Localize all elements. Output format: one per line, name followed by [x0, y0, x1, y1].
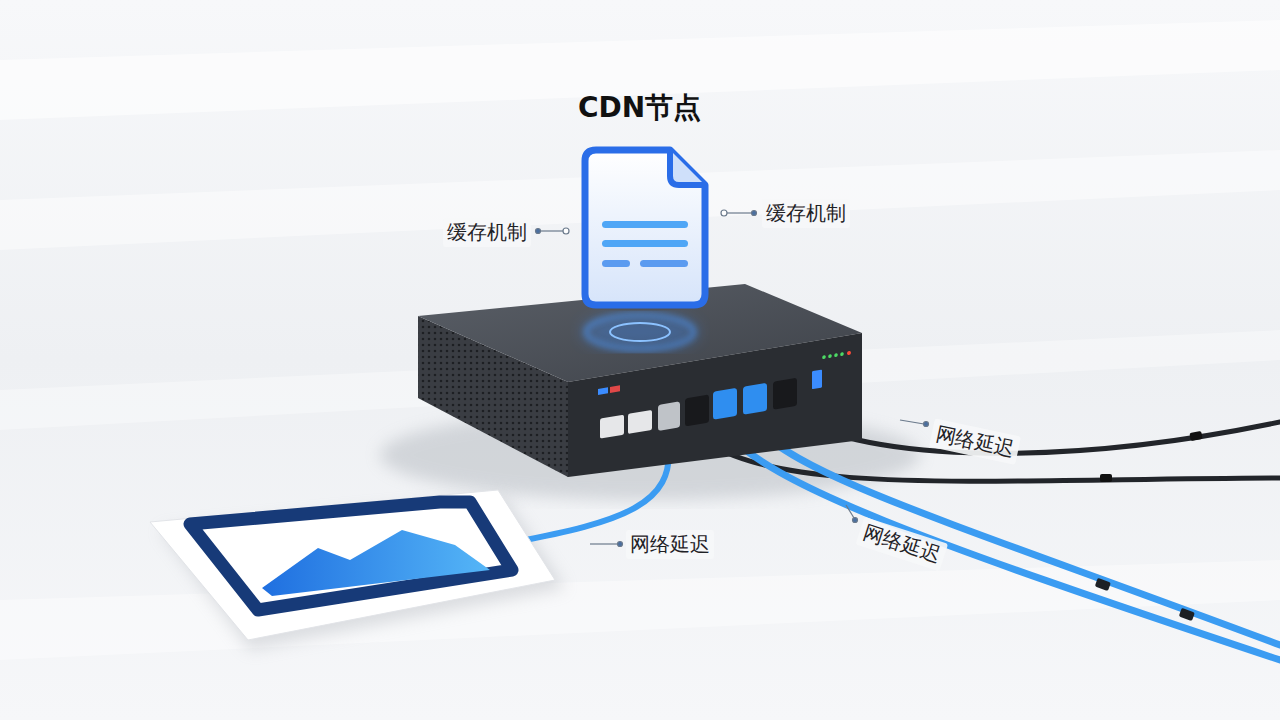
plug — [658, 401, 680, 431]
plug — [685, 394, 709, 426]
callout-label: 网络延迟 — [626, 530, 714, 559]
glow — [582, 314, 698, 350]
leader-line — [538, 230, 564, 231]
text-line — [640, 260, 688, 267]
usb-port — [812, 369, 822, 389]
image-card — [150, 490, 555, 640]
led — [834, 353, 838, 357]
leader-dot — [618, 542, 623, 547]
plug — [713, 388, 737, 420]
led — [840, 352, 844, 356]
plug — [773, 378, 797, 410]
glow-ring — [610, 323, 670, 341]
plug — [743, 383, 767, 415]
cable-tie — [1100, 474, 1112, 482]
document-fold — [670, 150, 705, 185]
leader-dot — [853, 518, 858, 523]
port — [600, 415, 624, 439]
leader-line — [900, 420, 924, 424]
led — [822, 355, 826, 359]
image-mountains — [262, 530, 490, 596]
leader-line — [846, 505, 854, 518]
cdn-device — [418, 284, 862, 477]
text-line — [602, 221, 688, 228]
led — [847, 351, 851, 356]
leader-dot — [563, 228, 569, 234]
leader-line — [726, 212, 752, 213]
cable-tie — [1095, 578, 1111, 591]
callout-label: 缓存机制 — [443, 218, 531, 247]
image-frame — [190, 502, 512, 610]
paper — [150, 490, 555, 640]
text-line — [602, 260, 630, 267]
badge — [598, 387, 608, 395]
device-front — [568, 333, 862, 477]
glow-ring — [586, 315, 694, 349]
leaders — [536, 210, 929, 547]
port — [628, 410, 652, 434]
title: CDN节点 — [578, 89, 701, 127]
leader-dot — [721, 210, 727, 216]
text-line — [602, 240, 688, 247]
cable-tie — [1189, 431, 1202, 441]
blue-cable — [754, 425, 1280, 645]
leader-dot — [536, 229, 541, 234]
device-ports — [598, 347, 851, 441]
led — [828, 354, 832, 358]
leader-dot — [752, 211, 757, 216]
badge — [610, 385, 620, 393]
document-outline — [585, 150, 705, 305]
document-icon — [585, 150, 705, 305]
cable-tie — [1179, 608, 1195, 621]
callout-label: 缓存机制 — [762, 199, 850, 228]
leader-line — [590, 543, 618, 544]
leader-dot — [924, 422, 929, 427]
